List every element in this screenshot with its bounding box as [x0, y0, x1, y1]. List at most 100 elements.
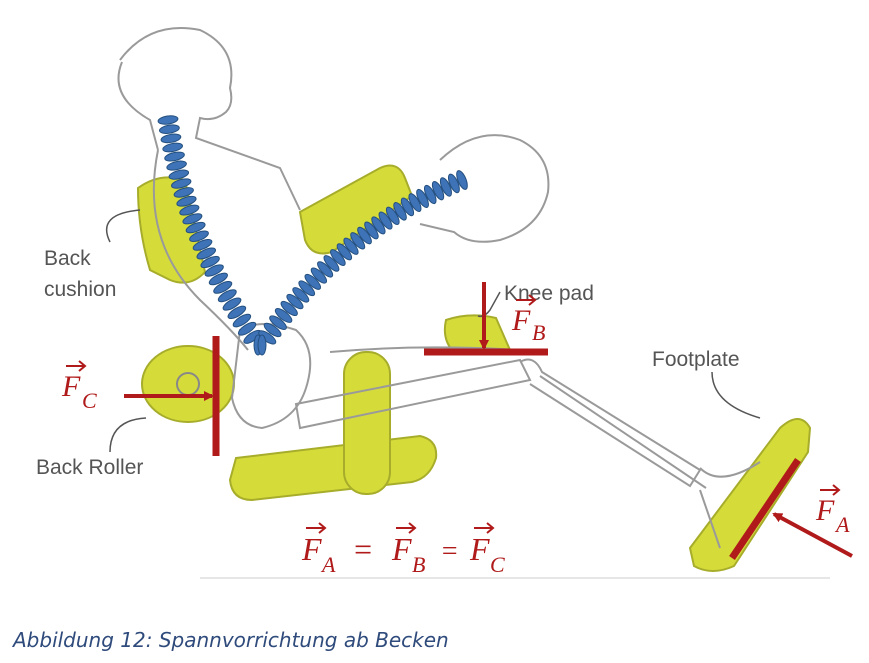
eq-a-subscript: A [320, 552, 336, 577]
vertebra [171, 178, 192, 189]
force-a-arrow [772, 512, 853, 558]
vertebra [227, 305, 247, 320]
force-a-subscript: A [834, 512, 850, 537]
vertebra [323, 255, 340, 272]
knee-pad-shape [443, 314, 512, 351]
eq-equals-1: = [352, 531, 374, 567]
vertebra [189, 230, 209, 243]
vertebra [400, 197, 415, 217]
vertebra [263, 322, 282, 338]
vertebra [204, 264, 224, 277]
eq-c-symbol: F [469, 531, 490, 567]
vertebra [350, 232, 366, 250]
vertebra [166, 160, 187, 171]
footplate-label: Footplate [652, 348, 740, 371]
vertebra [286, 293, 304, 310]
force-b-subscript: B [532, 320, 545, 345]
vertebra [217, 289, 237, 303]
vertebra [182, 213, 203, 225]
human-figure-upright [117, 27, 301, 351]
vertebra [164, 151, 185, 162]
vertebra [222, 297, 242, 311]
vertebra [447, 173, 460, 194]
vertebra [330, 249, 346, 266]
vertebra [416, 188, 429, 208]
vertebra [280, 300, 298, 317]
vertebra [310, 267, 328, 284]
back-cushion-leader [105, 209, 141, 243]
vertebra [232, 313, 252, 328]
vertebra [237, 321, 257, 336]
force-c: F C [61, 336, 220, 456]
figure-caption: Abbildung 12: Spannvorrichtung ab Becken [13, 628, 449, 652]
vertebra [162, 142, 184, 153]
vertebra [168, 169, 190, 180]
eq-b-vector-icon [396, 522, 417, 534]
force-b: F B [424, 282, 548, 356]
eq-a-symbol: F [301, 531, 322, 567]
vertebra [179, 204, 200, 216]
footplate-leader [711, 371, 761, 419]
eq-b-subscript: B [412, 552, 425, 577]
vertebra [176, 195, 197, 207]
eq-equals-2: = [440, 536, 459, 567]
vertebra [343, 237, 359, 255]
vertebra [385, 206, 400, 226]
vertebra [196, 247, 217, 260]
vertebra [304, 273, 322, 290]
force-c-symbol: F [61, 370, 81, 403]
vertebra [456, 170, 468, 190]
seat-cushion [228, 434, 438, 502]
vertebra [274, 308, 293, 323]
vertebra [298, 280, 316, 297]
vertebra [269, 315, 287, 330]
vertebra [160, 133, 182, 144]
vertebra [208, 272, 228, 286]
vertebra [378, 211, 393, 230]
back-cushion-label-2: cushion [44, 278, 116, 301]
force-c-subscript: C [82, 388, 97, 413]
vertebra [371, 216, 386, 235]
eq-b-symbol: F [391, 531, 412, 567]
vertebra [357, 226, 372, 245]
vertebra [393, 202, 407, 221]
knee-pad-label: Knee pad [504, 282, 594, 305]
thigh-roller [343, 351, 391, 495]
force-a-symbol: F [815, 494, 835, 527]
back-roller-label: Back Roller [36, 456, 143, 479]
vertebra [336, 243, 353, 261]
back-roller-leader [109, 417, 147, 453]
knee-pad-leader [477, 291, 501, 318]
vertebra [292, 287, 310, 303]
vertebra [364, 221, 379, 240]
vertebra [192, 239, 213, 251]
leg-bones [294, 358, 761, 549]
vertebra [439, 177, 452, 197]
footplate-shape [688, 418, 812, 572]
force-equation: F A = F B = F C [301, 522, 505, 577]
force-c-vector-icon [66, 360, 87, 372]
eq-c-vector-icon [474, 522, 495, 534]
vertebra [317, 261, 334, 278]
vertebra [257, 334, 267, 356]
vertebra [431, 180, 445, 201]
eq-a-vector-icon [306, 522, 327, 534]
vertebra [213, 280, 233, 294]
back-roller [141, 345, 235, 423]
spine-flexed [257, 170, 468, 356]
vertebra [408, 193, 422, 213]
force-a-plate [729, 458, 801, 560]
force-a: F A [729, 458, 853, 560]
vertebra [158, 124, 180, 134]
vertebra [185, 221, 206, 234]
vertebra [200, 255, 220, 269]
back-cushion-label-1: Back [44, 247, 91, 270]
vertebra [423, 184, 437, 205]
vertebra [157, 115, 179, 125]
force-b-vector-icon [516, 294, 537, 306]
force-b-symbol: F [511, 304, 531, 337]
vertebra [173, 187, 194, 198]
eq-c-subscript: C [490, 552, 505, 577]
force-a-vector-icon [820, 484, 841, 496]
